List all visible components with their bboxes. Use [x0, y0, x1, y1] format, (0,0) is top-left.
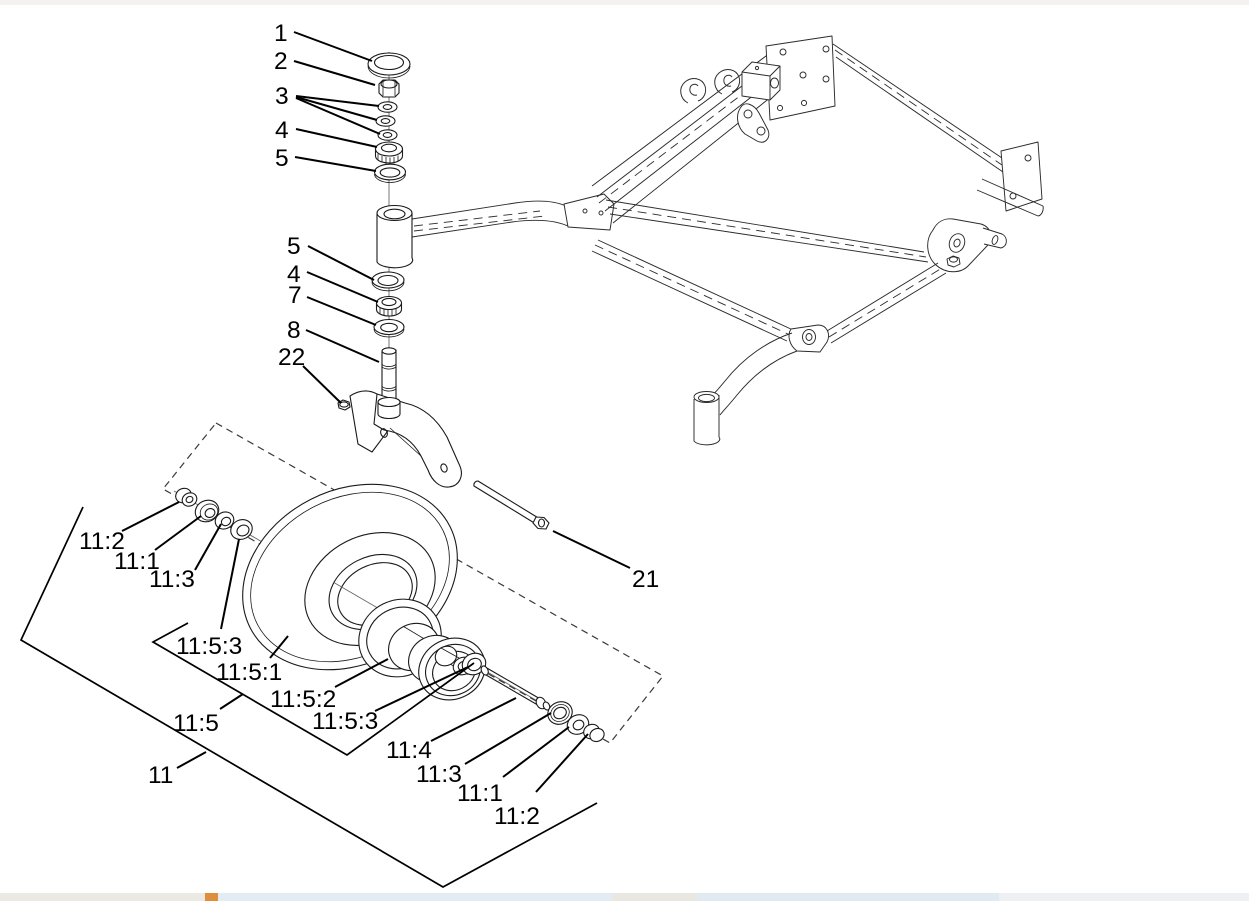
callout-11-2-left: 11:2 — [79, 528, 125, 555]
callout-1: 1 — [274, 20, 288, 47]
callout-11-1-left: 11:1 — [114, 548, 160, 575]
callout-8: 8 — [287, 317, 301, 344]
subassembly-dashed-box — [162, 422, 664, 744]
callout-3: 3 — [275, 83, 289, 110]
callout-11-5: 11:5 — [173, 710, 219, 737]
callout-11-4: 11:4 — [386, 737, 432, 764]
seal-11-1-right — [566, 714, 590, 735]
spacer-11-2-left — [175, 487, 198, 507]
strip-segment[interactable] — [612, 893, 698, 901]
callout-4-lower: 4 — [287, 261, 301, 288]
hub-seal-11-5-3-left — [230, 519, 253, 540]
callout-11-5-1: 11:5:1 — [216, 659, 282, 686]
callout-2: 2 — [274, 48, 288, 75]
strip-segment[interactable] — [218, 893, 612, 901]
bearing-part-4-lower — [375, 295, 403, 317]
callout-11: 11 — [148, 762, 173, 789]
strip-segment-orange[interactable] — [205, 893, 218, 901]
callout-11-3-left: 11:3 — [149, 566, 195, 593]
leader-lines — [121, 31, 631, 793]
callout-4-upper: 4 — [275, 117, 289, 144]
washer-part-7 — [373, 318, 405, 338]
seal-part-5-lower — [371, 271, 405, 292]
callout-5-upper: 5 — [275, 145, 289, 172]
seal-part-5-upper — [373, 163, 407, 183]
cap-part-1 — [367, 52, 411, 79]
top-band — [0, 0, 1249, 5]
callout-22: 22 — [278, 344, 305, 371]
callout-21: 21 — [632, 566, 659, 593]
callout-11-5-3-left: 11:5:3 — [176, 633, 242, 660]
wheel-hub-11-5-2 — [358, 598, 486, 701]
callout-7: 7 — [288, 282, 302, 309]
frame-weldment-illustration — [411, 35, 1044, 446]
bearing-11-3-right — [547, 701, 573, 725]
washers-part-3 — [375, 101, 398, 141]
callout-labels: 1 2 3 4 5 5 4 7 8 22 21 11:2 11:1 11:3 1… — [79, 20, 659, 830]
caster-pivot-tube — [376, 204, 414, 269]
axle-bolt-part-21 — [473, 480, 550, 530]
callout-11-5-3-bottom: 11:5:3 — [312, 708, 378, 735]
strip-segment[interactable] — [698, 893, 999, 901]
bracket-group-11-5 — [151, 622, 475, 757]
bracket-group-11 — [19, 506, 598, 888]
callout-11-2-right: 11:2 — [494, 803, 540, 830]
callout-11-1-right: 11:1 — [457, 780, 503, 807]
axle-11-4 — [480, 665, 551, 711]
caster-fork — [349, 390, 462, 488]
strip-segment[interactable] — [999, 893, 1249, 901]
callout-5-lower: 5 — [287, 233, 301, 260]
nut-part-2 — [378, 79, 400, 98]
strip-segment[interactable] — [0, 893, 205, 901]
callout-11-5-2: 11:5:2 — [270, 686, 336, 713]
bearing-part-4-upper — [374, 141, 404, 165]
spindle-part-8 — [381, 347, 397, 406]
group-brackets — [19, 506, 598, 888]
bottom-ui-strip[interactable] — [0, 893, 1249, 901]
callout-11-3-right: 11:3 — [416, 761, 462, 788]
